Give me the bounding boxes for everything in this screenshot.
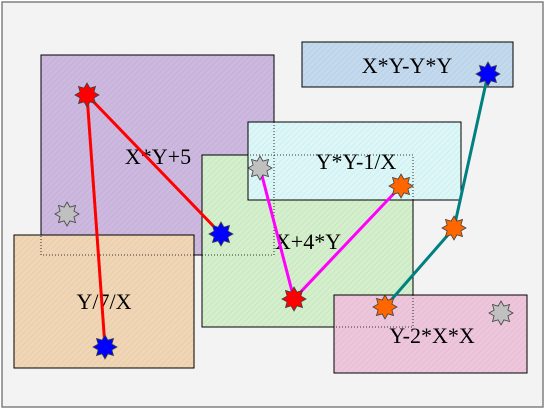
red-connector-a	[85, 93, 223, 236]
box-purple-label: X*Y+5	[125, 144, 191, 169]
overlap-dotted-outlines	[40, 54, 462, 328]
gray-star-purple-icon	[54, 201, 80, 227]
red-connector-b	[85, 93, 107, 349]
box-blue-label: X*Y-Y*Y	[362, 53, 453, 78]
box-cyan-label: Y*Y-1/X	[316, 149, 397, 174]
dotted-outline-green	[201, 154, 414, 328]
orange-star-right-icon	[441, 215, 467, 241]
blue-star-purple-icon	[208, 221, 234, 247]
red-star-green-icon	[281, 286, 307, 312]
box-pink-label: Y-2*X*X	[389, 323, 475, 348]
orange-star-pink-icon	[372, 294, 398, 320]
connector-lines	[85, 72, 490, 349]
box-green-label: X+4*Y	[275, 229, 341, 254]
box-cyan	[247, 121, 462, 201]
red-star-purple-icon	[74, 82, 100, 108]
magenta-connector-b	[292, 184, 403, 301]
orange-star-cyan-icon	[388, 173, 414, 199]
gray-star-pink-icon	[488, 300, 514, 326]
blue-star-blue-icon	[475, 61, 501, 87]
teal-connector-a	[452, 72, 490, 230]
box-blue	[301, 41, 514, 88]
dotted-outline-cyan	[247, 121, 462, 201]
star-markers	[54, 61, 514, 360]
magenta-connector-a	[258, 166, 296, 301]
blue-star-peach-icon	[92, 334, 118, 360]
box-peach-label: Y/7/X	[77, 289, 132, 314]
teal-connector-b	[383, 226, 456, 309]
gray-star-cyan-icon	[247, 155, 273, 181]
